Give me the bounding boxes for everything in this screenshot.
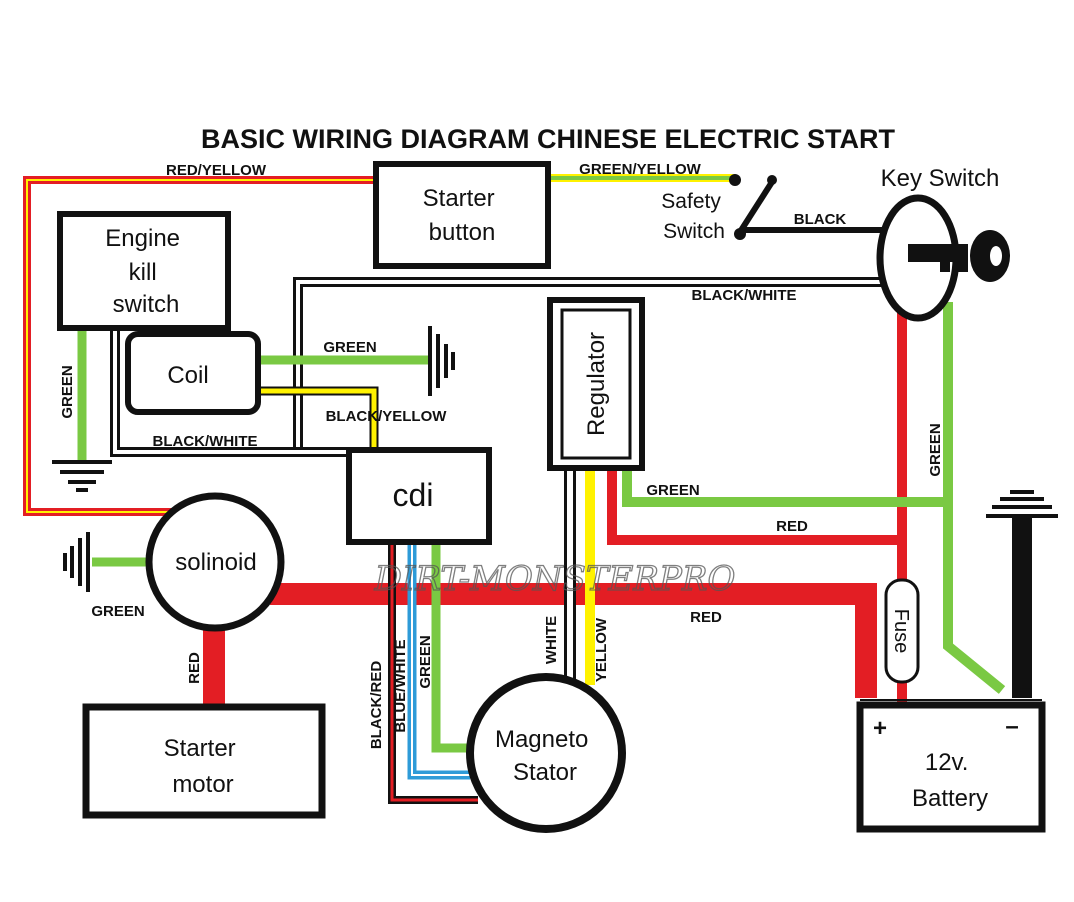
engine-kill-switch-label: Engine kill switch — [105, 225, 186, 318]
label-green-yellow: GREEN/YELLOW — [579, 161, 702, 178]
wire-black-white-left — [110, 328, 350, 457]
label-black-yellow: BLACK/YELLOW — [326, 408, 448, 425]
starter-motor-box — [82, 703, 326, 819]
battery-label: 12v. Battery — [912, 749, 988, 812]
regulator-label: Regulator — [583, 332, 610, 436]
label-blue-white: BLUE/WHITE — [392, 639, 409, 732]
key-icon — [908, 230, 1010, 282]
coil-label: Coil — [167, 362, 208, 389]
wire-red-main — [270, 583, 877, 698]
label-black-red: BLACK/RED — [368, 661, 385, 749]
wire-red-regulator — [607, 468, 902, 545]
label-red-yellow: RED/YELLOW — [166, 162, 267, 179]
wire-green-regulator — [622, 468, 948, 507]
key-switch — [876, 194, 1010, 322]
coil-box — [125, 331, 261, 415]
magneto-stator-circle — [466, 673, 626, 833]
label-green-kill: GREEN — [59, 365, 76, 418]
battery-minus-label: – — [1005, 713, 1018, 740]
ground-solenoid — [63, 532, 90, 592]
wire-black-red — [388, 540, 478, 804]
label-green-coil: GREEN — [323, 339, 376, 356]
label-green-stator: GREEN — [417, 635, 434, 688]
safety-switch — [729, 174, 777, 240]
ground-coil — [428, 326, 455, 396]
ground-kill — [52, 460, 112, 492]
wire-blue-white — [407, 540, 470, 780]
solenoid-label: solinoid — [175, 549, 256, 576]
label-black: BLACK — [794, 211, 847, 228]
cdi-box — [346, 447, 492, 545]
starter-button-box — [373, 161, 551, 269]
wire-green-key — [943, 302, 1006, 694]
battery — [856, 699, 1046, 833]
starter-button-label: Starter button — [423, 185, 502, 246]
label-green-regulator: GREEN — [646, 482, 699, 499]
ground-battery — [986, 490, 1058, 698]
fuse-box — [884, 578, 920, 684]
label-black-white-left: BLACK/WHITE — [153, 433, 258, 450]
label-red-main: RED — [690, 609, 722, 626]
wire-green-stator — [431, 540, 468, 753]
label-white: WHITE — [543, 616, 560, 664]
watermark: DIRT-MONSTERPRO — [374, 559, 736, 599]
solenoid-circle — [145, 492, 285, 632]
engine-kill-switch-box — [57, 211, 231, 331]
key-switch-label: Key Switch — [881, 165, 1000, 192]
wire-black-yellow — [258, 386, 379, 450]
label-red-regulator: RED — [776, 518, 808, 535]
wire-red-yellow — [23, 176, 375, 516]
safety-switch-label: Safety Switch — [661, 190, 726, 243]
regulator-box — [547, 297, 645, 471]
label-green-key: GREEN — [927, 423, 944, 476]
wires — [23, 174, 1006, 804]
regulator-inner — [560, 308, 632, 460]
battery-plus-label: + — [873, 715, 887, 742]
cdi-label: cdi — [393, 477, 434, 513]
label-red-starter: RED — [186, 652, 203, 684]
label-black-white-top: BLACK/WHITE — [692, 287, 797, 304]
fuse-label: Fuse — [890, 609, 912, 653]
diagram-title: BASIC WIRING DIAGRAM CHINESE ELECTRIC ST… — [201, 124, 896, 154]
label-yellow: YELLOW — [593, 617, 610, 682]
magneto-stator-label: Magneto Stator — [495, 726, 595, 786]
label-green-solenoid: GREEN — [91, 603, 144, 620]
starter-motor-label: Starter motor — [164, 735, 243, 798]
